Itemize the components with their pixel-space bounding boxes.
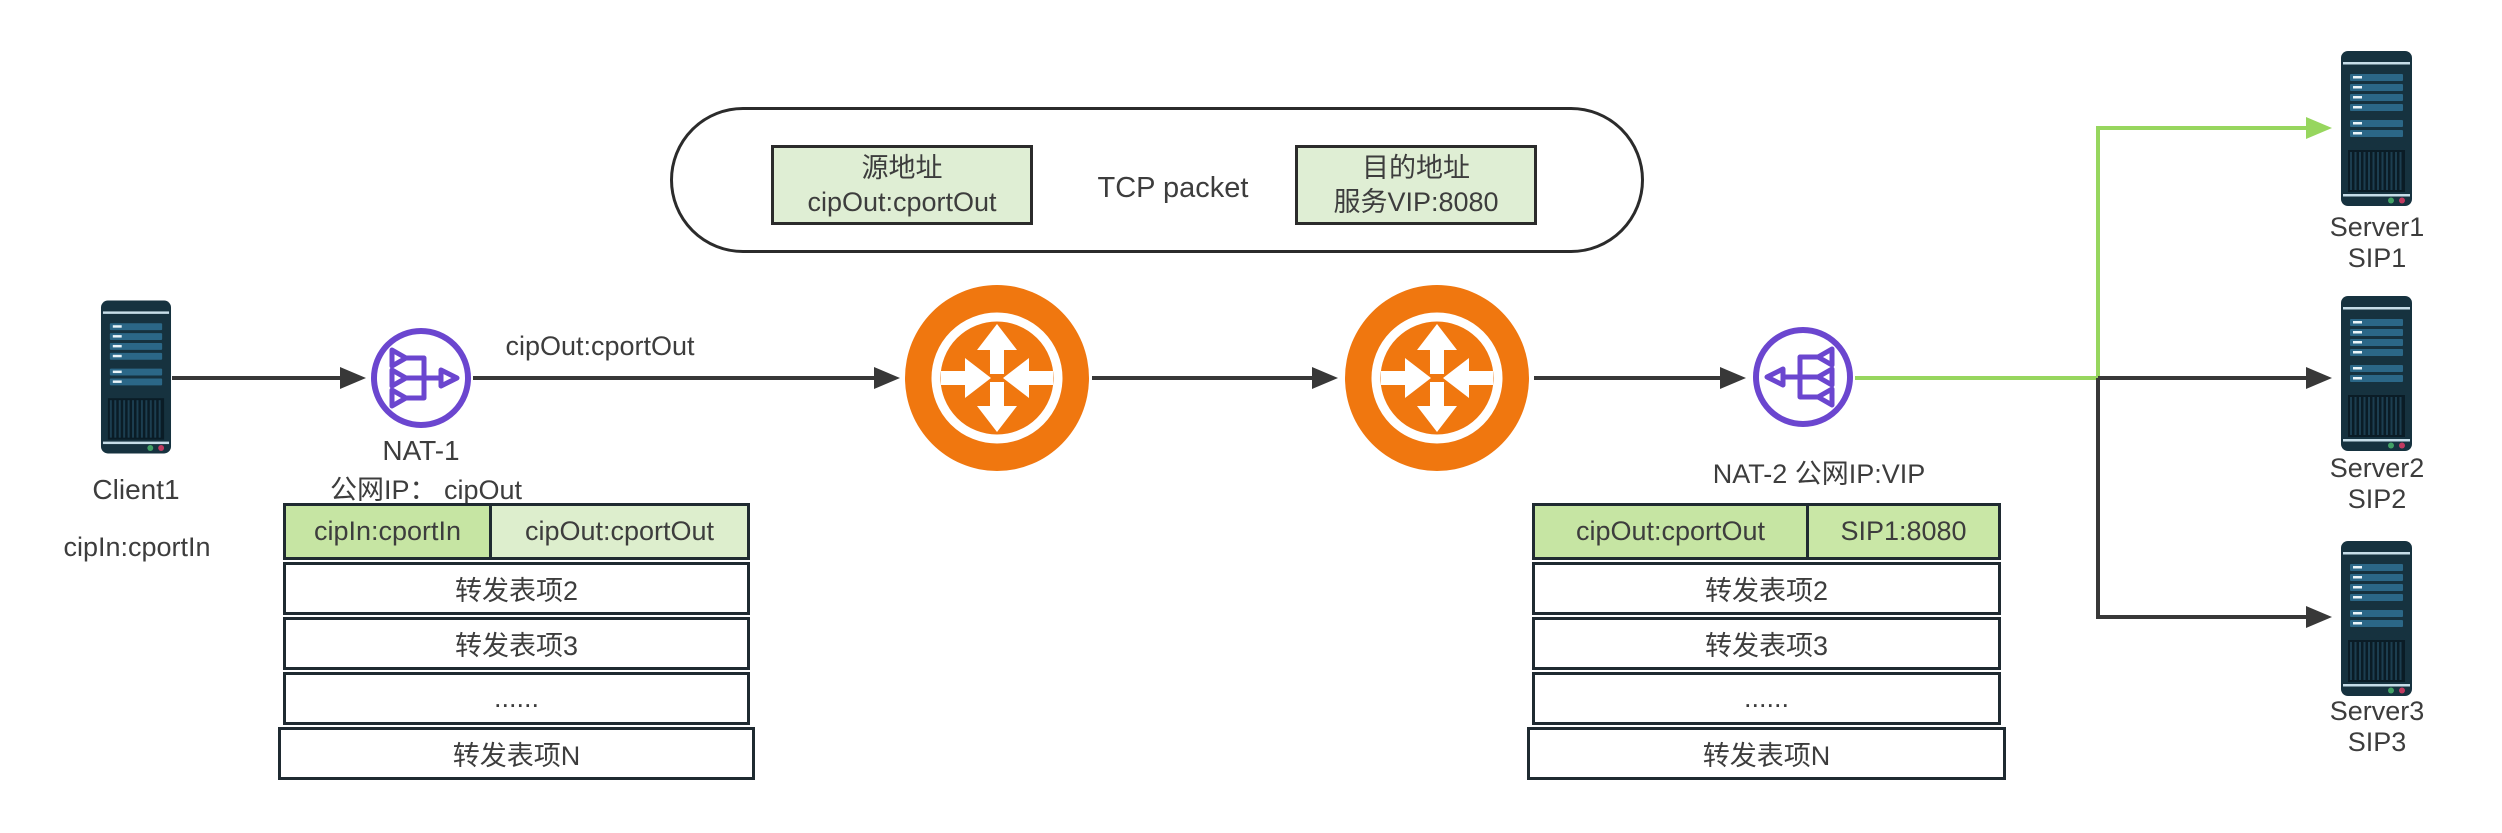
- tcp-packet-capsule: 源地址 cipOut:cportOut TCP packet 目的地址 服务VI…: [670, 107, 1644, 253]
- router1-icon: [905, 285, 1089, 471]
- client-server-icon: [100, 300, 172, 454]
- table-row: ......: [283, 672, 750, 725]
- nat1-public-ip-label: 公网IP： cipOut: [329, 475, 523, 505]
- tcp-packet-label: TCP packet: [1097, 172, 1249, 204]
- nat2-table-header-cell-out: cipOut:cportOut: [1532, 503, 1809, 560]
- nat1-out-arrow-label: cipOut:cportOut: [505, 331, 695, 361]
- server2-icon: [2341, 296, 2412, 451]
- table-row: 转发表项N: [278, 727, 755, 780]
- packet-source-title: 源地址: [861, 153, 943, 183]
- nat1-table-header-cell-out: cipOut:cportOut: [489, 503, 750, 560]
- server3-icon: [2341, 541, 2412, 696]
- nat1-table-header: cipIn:cportIn cipOut:cportOut: [283, 503, 750, 560]
- server1-label: Server1 SIP1: [2277, 212, 2477, 274]
- client-address-label: cipIn:cportIn: [63, 532, 211, 562]
- table-row: 转发表项N: [1527, 727, 2006, 780]
- packet-dest-title: 目的地址: [1362, 153, 1470, 183]
- table-row: 转发表项2: [283, 562, 750, 615]
- server3-sip: SIP3: [2347, 727, 2407, 757]
- packet-source-box: 源地址 cipOut:cportOut: [771, 145, 1033, 225]
- table-row: 转发表项2: [1532, 562, 2001, 615]
- nat2-table-header: cipOut:cportOut SIP1:8080: [1532, 503, 2001, 560]
- server3-label: Server3 SIP3: [2277, 696, 2477, 758]
- arrow-junction-to-server3: [2096, 378, 2332, 628]
- packet-dest-value: 服务VIP:8080: [1333, 187, 1499, 217]
- table-row: ......: [1532, 672, 2001, 725]
- server2-label: Server2 SIP2: [2277, 453, 2477, 515]
- nat1-gateway-icon: [371, 328, 471, 428]
- server2-sip: SIP2: [2347, 484, 2407, 514]
- nat1-table-header-cell-in: cipIn:cportIn: [283, 503, 492, 560]
- server3-name: Server3: [2329, 696, 2425, 726]
- nat2-forwarding-table: cipOut:cportOut SIP1:8080 转发表项2 转发表项3 ..…: [1527, 503, 2006, 780]
- flow-nat2-to-server1-green: [1855, 117, 2332, 380]
- packet-source-value: cipOut:cportOut: [807, 187, 997, 217]
- table-row: 转发表项3: [283, 617, 750, 670]
- server1-icon: [2341, 51, 2412, 206]
- server2-name: Server2: [2329, 453, 2425, 483]
- nat2-gateway-icon: [1753, 327, 1853, 427]
- client-name-label: Client1: [92, 474, 180, 505]
- nat1-name-label: NAT-1: [382, 435, 460, 466]
- nat2-label: NAT-2 公网IP:VIP: [1712, 459, 1926, 489]
- table-row: 转发表项3: [1532, 617, 2001, 670]
- server1-name: Server1: [2329, 212, 2425, 242]
- router2-icon: [1345, 285, 1529, 471]
- server1-sip: SIP1: [2347, 243, 2407, 273]
- packet-dest-box: 目的地址 服务VIP:8080: [1295, 145, 1537, 225]
- nat1-forwarding-table: cipIn:cportIn cipOut:cportOut 转发表项2 转发表项…: [278, 503, 755, 780]
- nat2-table-header-cell-sip: SIP1:8080: [1806, 503, 2001, 560]
